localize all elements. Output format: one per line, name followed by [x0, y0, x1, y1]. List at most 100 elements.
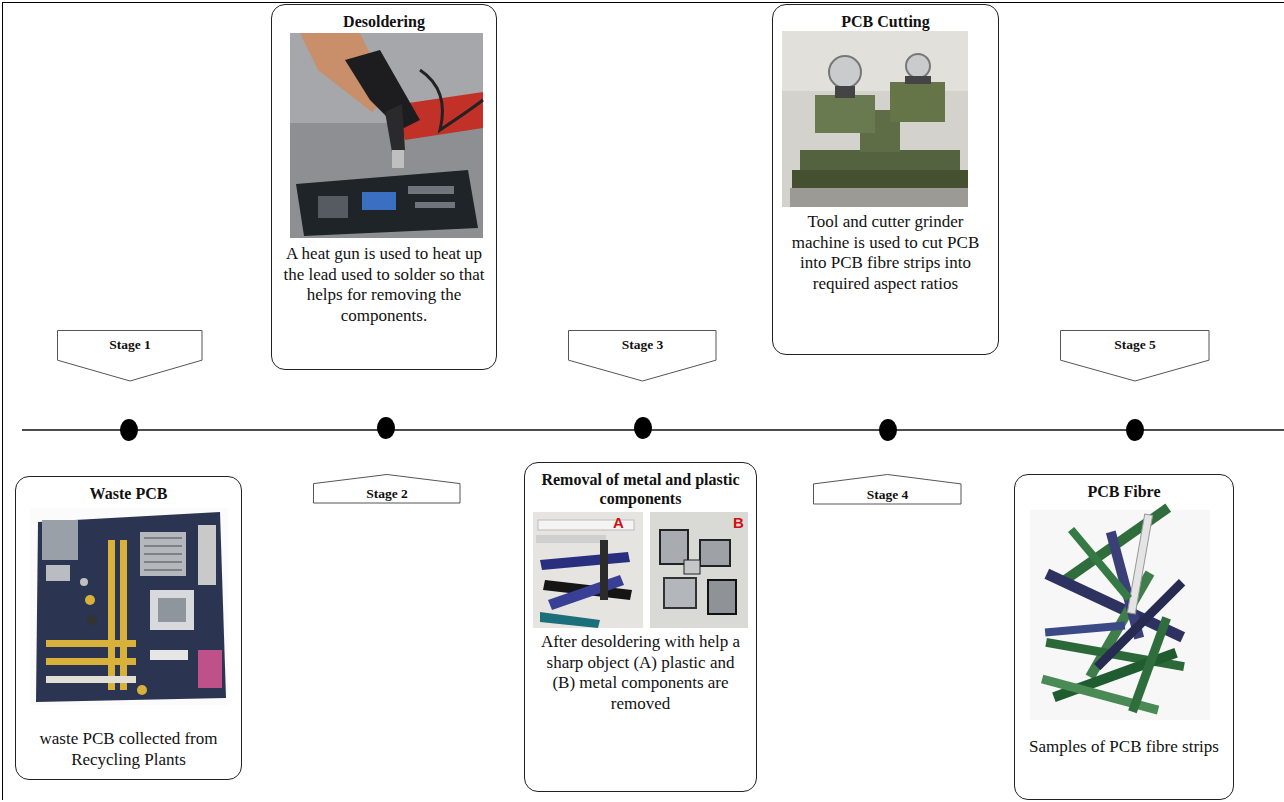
illustration-polygon	[385, 104, 405, 152]
illustration-rect	[890, 82, 945, 122]
pentagon-shape	[814, 475, 962, 505]
motherboard-photo	[30, 508, 228, 705]
illustration-line	[144, 537, 182, 539]
illustration-ellipse	[879, 419, 897, 441]
pcb-strips-photo	[1030, 504, 1210, 720]
illustration-polygon	[345, 50, 420, 130]
step-box: Waste PCB waste PCB collected from Recycl…	[15, 476, 242, 780]
step-box: Desoldering A heat gun is used to heat up…	[271, 4, 497, 370]
illustration-rect	[1127, 514, 1152, 614]
illustration-rect	[158, 598, 186, 622]
illustration-path	[420, 70, 483, 130]
illustration-rect	[905, 76, 931, 84]
illustration-circle	[85, 595, 95, 605]
illustration-ellipse	[1126, 419, 1144, 441]
illustration-polygon	[548, 575, 624, 610]
illustration-rect	[392, 150, 404, 168]
illustration-polygon	[36, 512, 226, 702]
illustration-polygon	[540, 552, 630, 570]
illustration-rect	[664, 578, 696, 608]
stage-arrow: Stage 5	[1060, 330, 1210, 382]
photo-tag: B	[733, 515, 744, 531]
pentagon-shape	[1061, 331, 1210, 382]
stage-arrow: Stage 2	[313, 474, 461, 504]
illustration-line	[144, 561, 182, 563]
illustration-rect	[1068, 527, 1132, 601]
photo-space	[781, 31, 990, 212]
illustration-rect	[318, 196, 348, 218]
illustration-line	[22, 429, 1284, 431]
illustration-rect	[108, 540, 115, 690]
illustration-rect	[600, 540, 608, 600]
step-description: Tool and cutter grinder machine is used …	[783, 212, 988, 294]
illustration-rect	[150, 590, 194, 630]
illustration-ellipse	[120, 419, 138, 441]
illustration-circle	[80, 578, 88, 586]
step-description: After desoldering with help a sharp obje…	[541, 632, 741, 714]
illustration-rect	[290, 33, 483, 238]
pentagon-shape	[569, 331, 717, 382]
photo-space	[24, 503, 233, 729]
illustration-rect	[120, 540, 127, 690]
illustration-rect	[815, 95, 875, 133]
step-title: PCB Fibre	[1023, 482, 1225, 501]
step-description: Samples of PCB fibre strips	[1024, 737, 1224, 758]
illustration-rect	[790, 188, 968, 207]
step-title: Waste PCB	[24, 484, 233, 503]
step-box: Removal of metal and plastic componentsA…	[524, 462, 757, 792]
step-box: PCB FibreSamples of PCB fibre strips	[1014, 474, 1234, 800]
illustration-g	[1041, 504, 1185, 715]
illustration-rect	[46, 658, 136, 665]
illustration-rect	[408, 186, 454, 194]
stage-label: Stage 2	[313, 484, 461, 504]
illustration-ellipse	[377, 417, 395, 439]
step-title: Desoldering	[280, 12, 488, 31]
illustration-rect	[198, 525, 216, 585]
illustration-circle	[829, 56, 861, 88]
metal-parts-photo	[650, 512, 748, 628]
illustration-rect	[46, 640, 136, 647]
stage-arrow: Stage 4	[813, 474, 962, 505]
illustration-rect	[800, 150, 960, 170]
illustration-rect	[42, 520, 78, 560]
illustration-circle	[906, 54, 930, 78]
stage-label: Stage 4	[813, 484, 962, 505]
illustration-line	[144, 553, 182, 555]
illustration-line	[144, 569, 182, 571]
illustration-rect	[198, 650, 222, 688]
illustration-circle	[137, 685, 147, 695]
illustration-line	[144, 545, 182, 547]
illustration-rect	[700, 540, 730, 566]
illustration-rect	[1128, 616, 1171, 713]
heat-gun-photo	[290, 33, 483, 238]
illustration-rect	[140, 532, 186, 576]
stage-label: Stage 1	[57, 330, 203, 360]
timeline	[22, 417, 1284, 441]
illustration-polygon	[540, 612, 600, 628]
illustration-rect	[46, 676, 136, 683]
illustration-g	[144, 538, 182, 570]
step-description: A heat gun is used to heat up the lead u…	[282, 244, 487, 326]
step-box: PCB CuttingTool and cutter grinder machi…	[772, 4, 999, 355]
step-description: waste PCB collected from Recycling Plant…	[29, 729, 229, 770]
illustration-rect	[708, 580, 736, 614]
step-title: Removal of metal and plastic components	[533, 470, 748, 508]
grinder-machine-photo	[782, 31, 968, 207]
stage-arrow: Stage 3	[568, 330, 717, 382]
step-title: PCB Cutting	[781, 12, 990, 31]
illustration-rect	[46, 565, 70, 581]
illustration-rect	[1045, 622, 1125, 637]
photo-tag: A	[613, 515, 624, 531]
illustration-rect	[362, 192, 396, 210]
illustration-rect	[150, 650, 188, 660]
illustration-rect	[660, 530, 688, 564]
illustration-rect	[782, 31, 968, 207]
stage-label: Stage 3	[568, 330, 717, 360]
photo-space	[280, 31, 488, 244]
illustration-polygon	[296, 170, 478, 236]
illustration-rect	[650, 512, 748, 628]
plastic-parts-photo	[533, 512, 643, 628]
illustration-rect	[533, 512, 643, 628]
stage-label: Stage 5	[1060, 330, 1210, 360]
photo-space	[1023, 501, 1225, 737]
